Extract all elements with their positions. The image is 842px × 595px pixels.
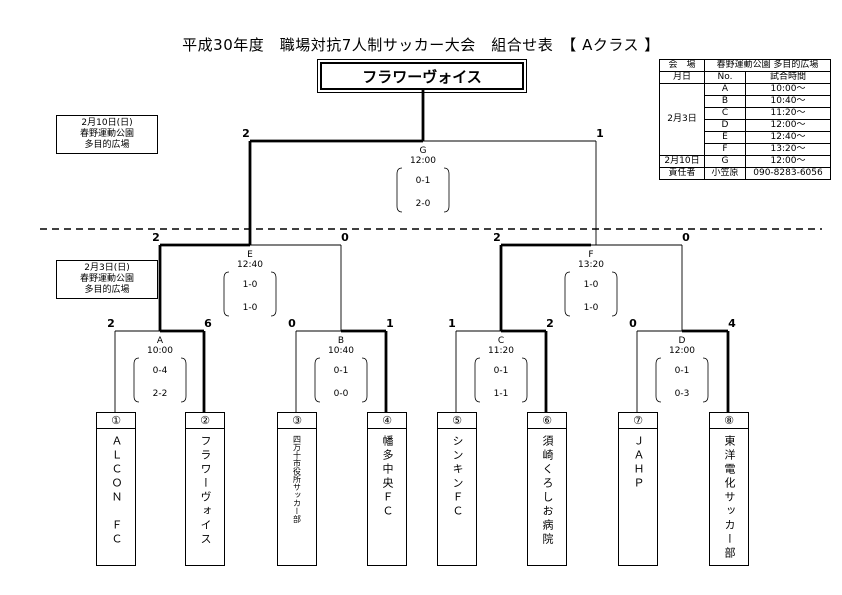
team-box: ③ 四万十市役所サッカー部 [277, 412, 317, 566]
score-half2: 1-0 [584, 303, 599, 313]
score-left: 0 [629, 317, 637, 330]
score-half2: 2-2 [153, 389, 168, 399]
match-label: C [498, 336, 504, 346]
team-name: 東洋電化サッカー部 [723, 435, 736, 561]
venue-note-final-place1: 春野運動公園 [79, 129, 134, 139]
score-half1: 1-0 [243, 280, 258, 290]
team-number: ② [186, 413, 224, 429]
score-half2: 1-1 [494, 389, 509, 399]
score-half1: 0-1 [416, 176, 431, 186]
match-label: D [679, 336, 686, 346]
team-name: フラワーヴォイス [199, 435, 212, 547]
score-bracket [655, 357, 662, 403]
score-right: 6 [204, 317, 212, 330]
team-number: ④ [368, 413, 406, 429]
venue-note-early-place1: 春野運動公園 [79, 274, 134, 284]
team-number: ⑦ [619, 413, 657, 429]
score-bracket [564, 271, 571, 317]
match-time: 13:20 [578, 260, 604, 270]
score-half2: 0-3 [675, 389, 690, 399]
score-half2: 2-0 [416, 199, 431, 209]
team-name: 幡多中央ＦＣ [381, 435, 394, 519]
score-left: 2 [152, 231, 160, 244]
team-box: ② フラワーヴォイス [185, 412, 225, 566]
match-time: 10:40 [328, 346, 354, 356]
team-name: ＡＬＣＯＮ ＦＣ [110, 435, 123, 547]
match-time: 11:20 [488, 346, 514, 356]
resp-tel: 090-8283-6056 [745, 167, 831, 180]
score-half2: 1-0 [243, 303, 258, 313]
venue-note-early-place2: 多目的広場 [84, 285, 130, 295]
score-half1: 0-1 [494, 366, 509, 376]
team-name: ＪＡＨＰ [632, 435, 645, 491]
score-right: 2 [546, 317, 554, 330]
venue-note-early-date: 2月3日(日) [84, 263, 130, 273]
score-half1: 0-4 [153, 366, 168, 376]
score-bracket [223, 271, 230, 317]
team-number: ⑥ [528, 413, 566, 429]
score-bracket [443, 167, 450, 213]
score-right: 4 [728, 317, 736, 330]
team-box: ⑥ 須崎くろしお病院 [527, 412, 567, 566]
team-number: ③ [278, 413, 316, 429]
score-bracket [474, 357, 481, 403]
page-title: 平成30年度 職場対抗7人制サッカー大会 組合せ表 【 Aクラス 】 [182, 36, 660, 54]
match-label: E [247, 250, 253, 260]
score-bracket [180, 357, 187, 403]
team-box: ⑤ シンキンＦＣ [437, 412, 477, 566]
score-right: 1 [596, 127, 604, 140]
venue-note-final-place2: 多目的広場 [84, 140, 130, 150]
score-half1: 0-1 [675, 366, 690, 376]
team-box: ⑧ 東洋電化サッカー部 [709, 412, 749, 566]
team-number: ⑧ [710, 413, 748, 429]
match-label: A [157, 336, 164, 346]
team-number: ① [97, 413, 135, 429]
score-bracket [702, 357, 709, 403]
score-half1: 0-1 [334, 366, 349, 376]
match-label: F [588, 250, 593, 260]
schedule-table: 会 場 春野運動公園 多目的広場 月日 No. 試合時間 2月3日 A 10:0… [659, 59, 831, 180]
match-time: 12:40 [237, 260, 263, 270]
team-box: ① ＡＬＣＯＮ ＦＣ [96, 412, 136, 566]
score-bracket [361, 357, 368, 403]
team-name: シンキンＦＣ [451, 435, 464, 519]
team-box: ④ 幡多中央ＦＣ [367, 412, 407, 566]
venue-note-final-date: 2月10日(日) [81, 118, 133, 128]
score-half2: 0-0 [334, 389, 349, 399]
score-bracket [521, 357, 528, 403]
venue-note-final: 2月10日(日) 春野運動公園 多目的広場 [56, 115, 158, 154]
score-bracket [314, 357, 321, 403]
score-right: 1 [386, 317, 394, 330]
match-label: G [420, 146, 427, 156]
match-time: 10:00 [147, 346, 173, 356]
score-right: 0 [682, 231, 690, 244]
venue-note-early: 2月3日(日) 春野運動公園 多目的広場 [56, 260, 158, 299]
team-name: 須崎くろしお病院 [541, 435, 554, 547]
score-half1: 1-0 [584, 280, 599, 290]
match-label: B [338, 336, 344, 346]
score-right: 0 [341, 231, 349, 244]
score-left: 2 [107, 317, 115, 330]
match-time: 12:00 [410, 156, 436, 166]
team-name: 四万十市役所サッカー部 [292, 435, 302, 523]
team-box: ⑦ ＪＡＨＰ [618, 412, 658, 566]
score-left: 2 [242, 127, 250, 140]
score-bracket [611, 271, 618, 317]
match-time: 12:00 [669, 346, 695, 356]
score-bracket [133, 357, 140, 403]
team-number: ⑤ [438, 413, 476, 429]
score-bracket [270, 271, 277, 317]
score-left: 2 [493, 231, 501, 244]
score-bracket [396, 167, 403, 213]
score-left: 1 [448, 317, 456, 330]
score-left: 0 [288, 317, 296, 330]
